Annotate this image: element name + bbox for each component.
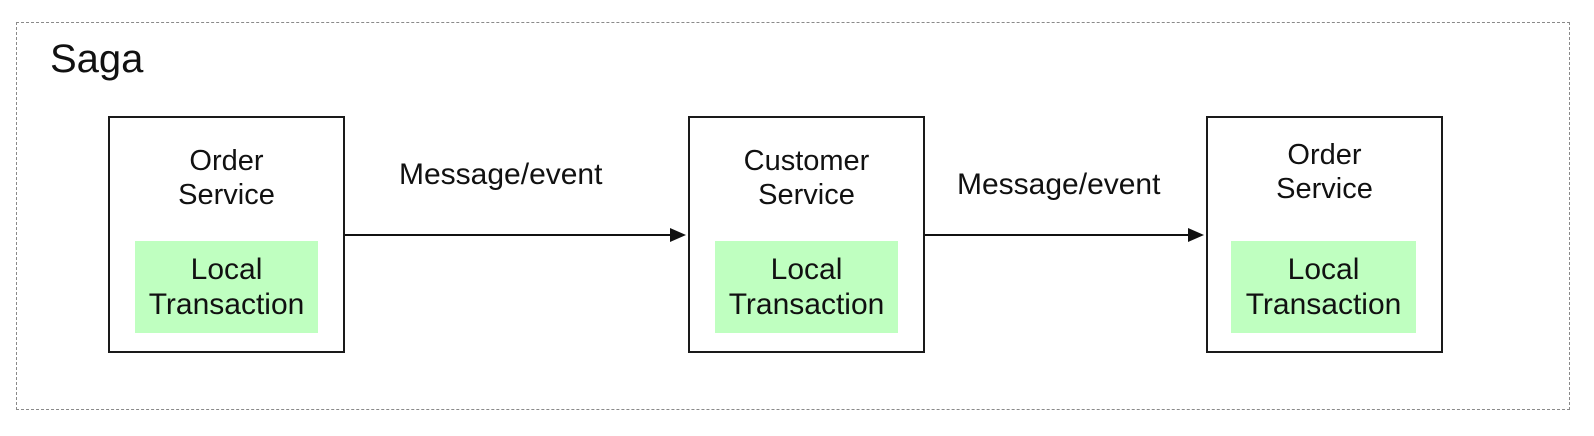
local-transaction-line1: Local [190,253,263,286]
connector-label-1: Message/event [399,158,603,191]
connector-label-2: Message/event [957,168,1161,201]
order-service-box-1: Order Service Local Transaction [108,116,345,353]
service-name-line1: Customer [743,145,870,177]
order-service-box-2: Order Service Local Transaction [1206,116,1443,353]
customer-service-box: Customer Service Local Transaction [688,116,925,353]
arrow-head-2-icon [1188,228,1204,242]
local-transaction-line1: Local [1287,253,1360,286]
local-transaction-box: Local Transaction [135,241,318,333]
saga-title: Saga [50,37,144,81]
service-name-line2: Service [178,179,275,211]
service-name-line2: Service [758,179,855,211]
local-transaction-box: Local Transaction [1231,241,1416,333]
service-name: Customer Service [690,144,923,212]
local-transaction-box: Local Transaction [715,241,898,333]
saga-boundary [16,22,1570,410]
service-name-line2: Service [1276,173,1373,205]
local-transaction-line2: Transaction [728,288,885,321]
arrow-head-1-icon [670,228,686,242]
service-name-line1: Order [1287,139,1362,171]
local-transaction-line2: Transaction [1245,288,1402,321]
service-name: Order Service [1208,138,1441,206]
service-name-line1: Order [189,145,264,177]
local-transaction-line2: Transaction [148,288,305,321]
local-transaction-line1: Local [770,253,843,286]
service-name: Order Service [110,144,343,212]
